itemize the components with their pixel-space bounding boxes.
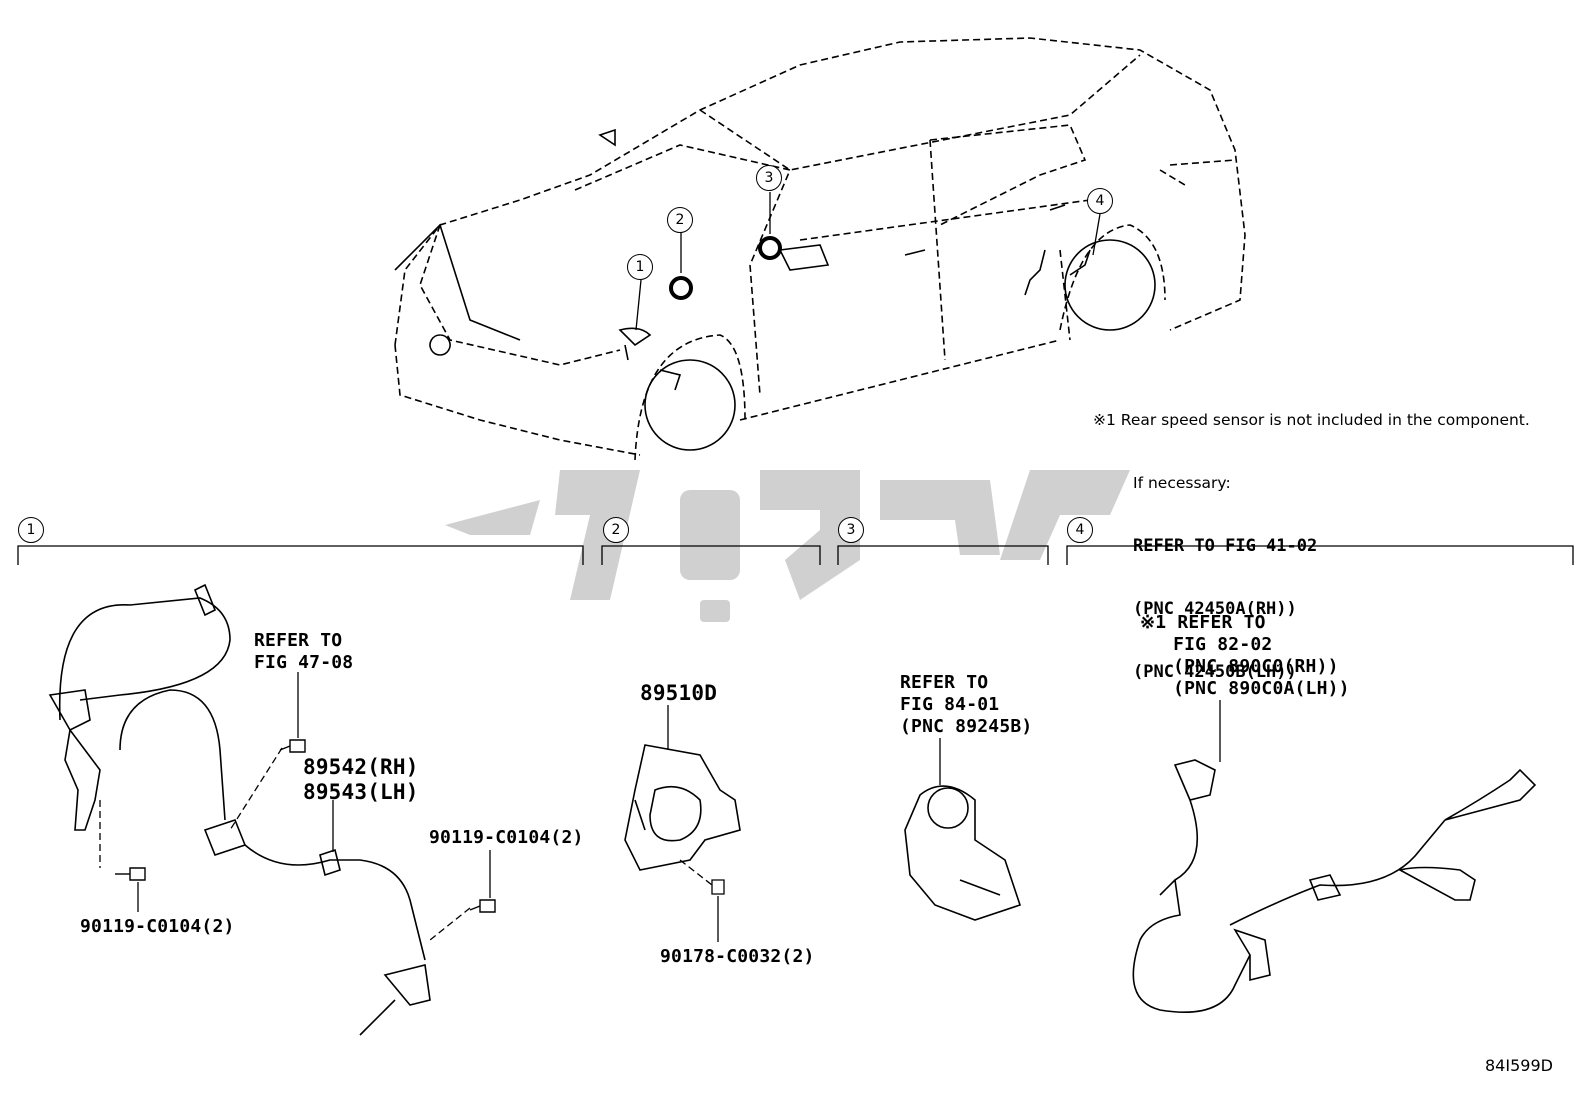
note-line-4: (PNC 42450A(RH)) (1133, 599, 1297, 619)
refer-fig-47-08: REFER TO FIG 47-08 (254, 630, 354, 673)
section-callout-3: 3 (838, 517, 864, 543)
bolt-part-number-a: 90119-C0104(2) (429, 827, 584, 848)
note-line-3: REFER TO FIG 41-02 (1133, 536, 1318, 556)
car-callout-2: 2 (667, 207, 693, 233)
front-sensor-leaders (137, 672, 491, 912)
car-callout-1: 1 (627, 254, 653, 280)
figure-code: 84I599D (1485, 1056, 1553, 1075)
car-solid-lines (394, 128, 1091, 391)
collision-sensor-bolt: 90178-C0032(2) (660, 946, 815, 967)
car-callout-3: 3 (756, 165, 782, 191)
front-speed-sensor-part-number: 89542(RH) 89543(LH) (303, 755, 419, 804)
note-line-1: ※1 Rear speed sensor is not included in … (1093, 411, 1530, 429)
note-line-5: (PNC 42450B(LH)) (1133, 662, 1297, 682)
collision-sensor-drawing (624, 744, 741, 871)
skid-control-harness-drawing (1132, 759, 1537, 1013)
section-callout-4: 4 (1067, 517, 1093, 543)
watermark-logo (445, 470, 1130, 622)
refer-fig-84-01: REFER TO FIG 84-01 (PNC 89245B) (900, 672, 1033, 737)
collision-sensor-lines (667, 705, 725, 942)
section-brackets (17, 545, 1574, 565)
section-callout-2: 2 (603, 517, 629, 543)
collision-sensor-part-number: 89510D (640, 681, 718, 705)
wheels (634, 224, 1166, 461)
front-sensor-dashed (99, 747, 471, 941)
refer-fig-82-02: ※1 REFER TO FIG 82-02 (PNC 890C0(RH)) (P… (1140, 612, 1350, 699)
car-callout-4: 4 (1087, 188, 1113, 214)
sensor-location-markers (669, 236, 782, 300)
car-callout-leaders (635, 192, 1101, 331)
note-line-2: If necessary: (1133, 474, 1231, 492)
rear-sensor-note: ※1 Rear speed sensor is not included in … (1093, 368, 1530, 704)
bolt-part-number-b: 90119-C0104(2) (80, 916, 235, 937)
front-speed-sensor-drawing (48, 583, 431, 1036)
section-callout-1: 1 (18, 517, 44, 543)
steering-sensor-drawing (904, 785, 1022, 921)
